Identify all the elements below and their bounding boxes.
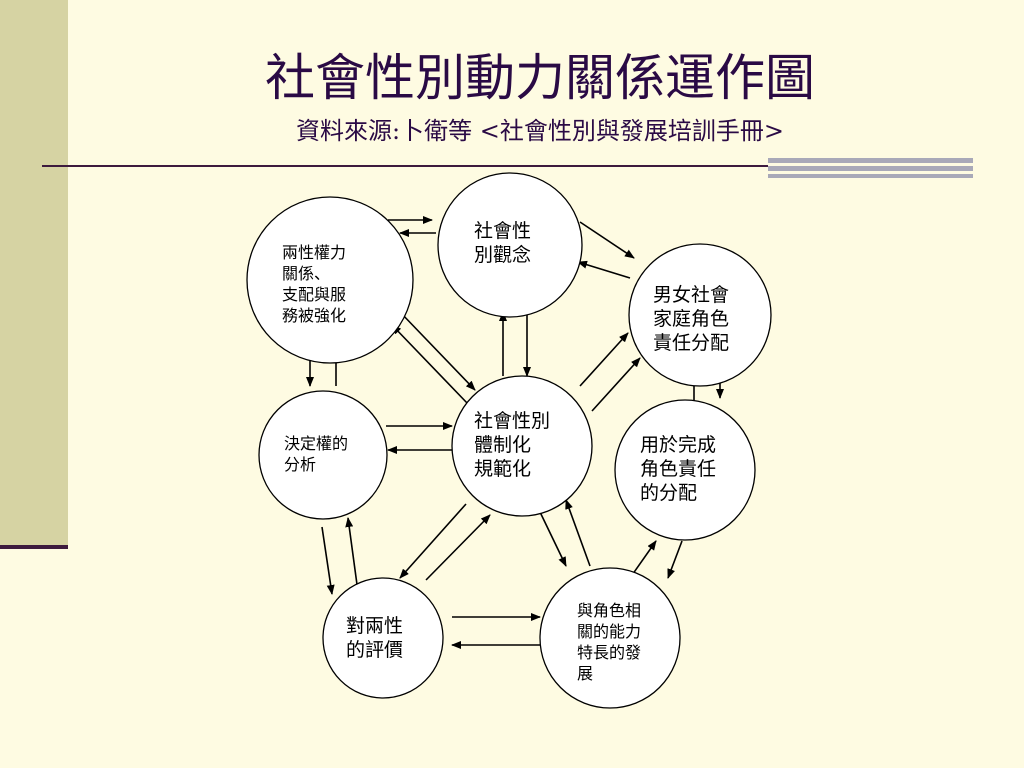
- left-accent-bar: [0, 0, 68, 545]
- arrow: [667, 540, 683, 579]
- node-institutionalization-label: 社會性別 體制化 規範化: [474, 410, 551, 480]
- divider-stripes: [768, 158, 973, 178]
- left-accent-underline: [0, 545, 68, 549]
- title-divider: [42, 165, 768, 167]
- arrow: [399, 311, 476, 391]
- diagram-nodes: [246, 172, 772, 709]
- node-gender-concept-circle: [437, 172, 583, 318]
- node-evaluation-circle: [322, 577, 444, 699]
- node-power-relations-circle: [246, 196, 414, 364]
- diagram-arrows: [306, 216, 724, 649]
- node-decision-power-circle: [258, 390, 388, 520]
- arrow: [425, 514, 491, 581]
- arrow: [579, 332, 629, 387]
- node-institutionalization-circle: [451, 375, 593, 517]
- arrow: [345, 517, 359, 593]
- arrow: [577, 260, 631, 279]
- node-family-roles-label: 男女社會 家庭角色 責任分配: [653, 284, 730, 354]
- arrow: [321, 526, 335, 595]
- node-evaluation-label: 對兩性 的評價: [346, 615, 404, 661]
- node-family-roles-circle: [628, 243, 772, 387]
- node-abilities-label: 與角色相 關的能力 特長的發 展: [577, 601, 642, 683]
- node-resource-allocation-label: 用於完成 角色責任 的分配: [640, 434, 717, 504]
- node-abilities-circle: [539, 567, 681, 709]
- arrow: [579, 221, 635, 259]
- node-gender-concept-label: 社會性 別觀念: [474, 220, 532, 266]
- slide-subtitle: 資料來源:卜衛等 <社會性別與發展培訓手冊>: [296, 117, 784, 145]
- arrow: [391, 324, 469, 405]
- arrow: [399, 503, 467, 579]
- slide-title: 社會性別動力關係運作圖: [265, 49, 815, 107]
- arrow: [539, 511, 567, 567]
- node-resource-allocation-circle: [614, 399, 756, 541]
- arrow: [565, 499, 591, 567]
- node-power-relations-label: 兩性權力 關係、 支配與服 務被強化: [282, 243, 347, 325]
- node-decision-power-label: 決定權的 分析: [284, 434, 349, 474]
- arrow: [591, 357, 641, 412]
